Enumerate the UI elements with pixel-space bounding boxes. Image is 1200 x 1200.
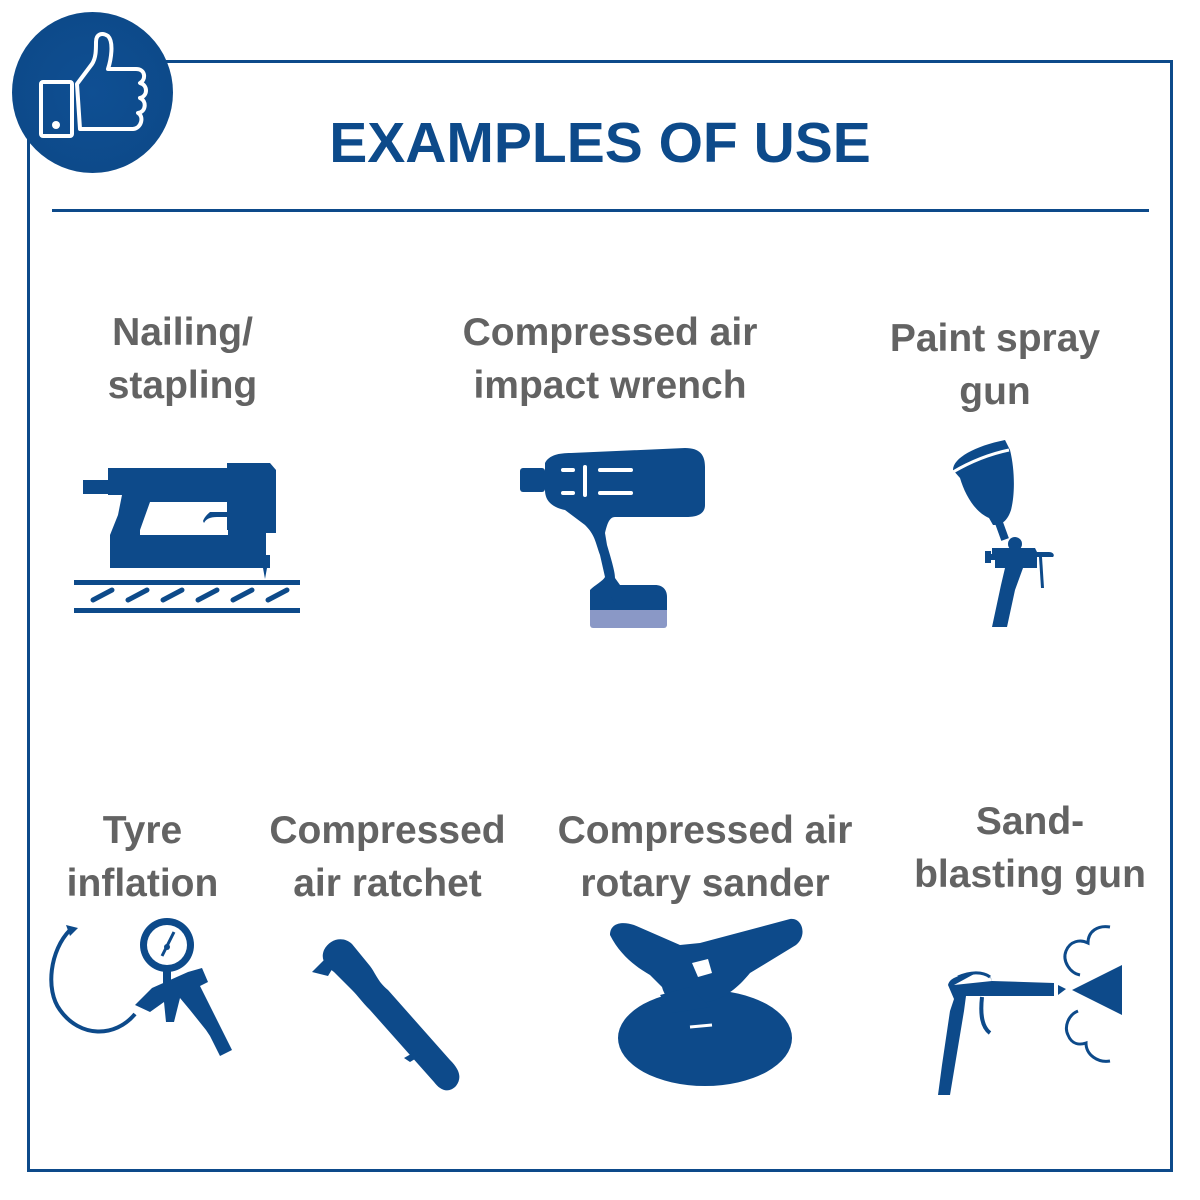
spray-gun-icon [952, 440, 1054, 627]
label-nailing: Nailing/ stapling [60, 306, 305, 412]
label-line: Compressed [269, 809, 506, 852]
label-line: Compressed air [557, 809, 853, 852]
label-line: stapling [107, 364, 258, 407]
ratchet-icon [312, 939, 460, 1091]
label-tyre: Tyre inflation [40, 804, 245, 910]
label-impact-wrench: Compressed air impact wrench [440, 306, 780, 412]
label-rotary-sander: Compressed air rotary sander [540, 804, 870, 910]
label-line: Nailing/ [112, 311, 253, 354]
label-ratchet: Compressed air ratchet [255, 804, 520, 910]
label-line: rotary sander [580, 862, 830, 905]
label-line: impact wrench [473, 364, 747, 407]
label-line: gun [959, 370, 1031, 413]
label-line: Paint spray [889, 317, 1101, 360]
label-line: Sand- [975, 800, 1085, 843]
label-line: air ratchet [293, 862, 482, 905]
thumbs-up-badge [12, 12, 173, 173]
label-line: inflation [66, 862, 219, 905]
label-sandblasting: Sand- blasting gun [895, 795, 1165, 901]
thumbs-up-icon [39, 32, 148, 138]
tyre-inflator-icon [49, 918, 232, 1056]
label-line: Tyre [102, 809, 183, 852]
label-line: blasting gun [914, 853, 1146, 896]
title-divider [52, 209, 1149, 212]
label-line: Compressed air [462, 311, 758, 354]
label-paint-spray: Paint spray gun [870, 312, 1120, 418]
content-frame [27, 60, 1173, 1172]
nail-gun-icon [74, 463, 300, 613]
sandblasting-gun-icon [938, 925, 1122, 1095]
impact-wrench-icon [520, 448, 705, 628]
rotary-sander-icon [610, 918, 803, 1086]
page-title: EXAMPLES OF USE [329, 111, 871, 175]
